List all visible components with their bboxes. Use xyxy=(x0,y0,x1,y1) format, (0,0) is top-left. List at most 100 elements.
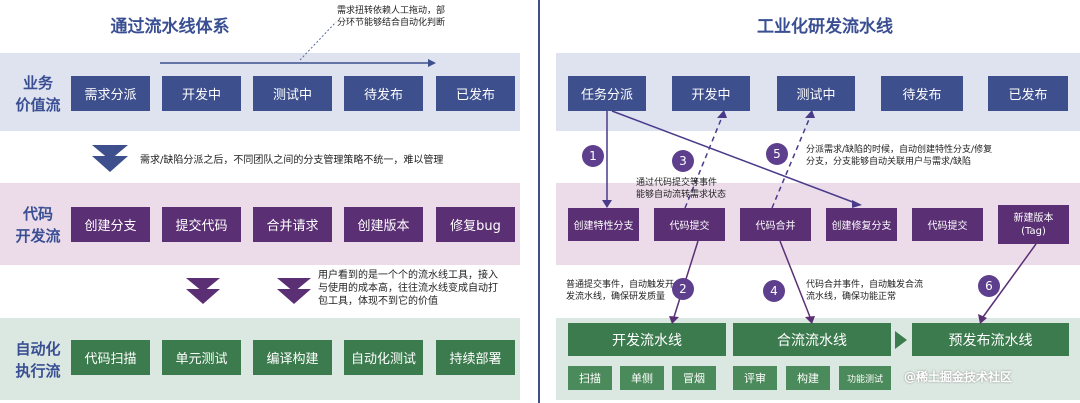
note-step-2-line1: 普通提交事件，自动触发开 xyxy=(566,280,675,290)
left-chevron-arrow-2 xyxy=(92,156,128,172)
left-business-box-1: 开发中 xyxy=(162,76,241,111)
step-circle-3: 3 xyxy=(672,150,694,172)
left-chevron-arrow-1 xyxy=(92,145,128,160)
left-business-box-3: 待发布 xyxy=(344,76,423,111)
note-step-4: 代码合并事件，自动触发合流 流水线，确保功能正常 xyxy=(806,279,923,303)
sub-box-build: 构建 xyxy=(786,366,830,390)
lane-label-code: 代码 开发流 xyxy=(8,203,68,247)
lane-label-business: 业务 价值流 xyxy=(8,72,68,116)
arrow-task-to-fix xyxy=(611,110,859,205)
right-code-box-1: 代码提交 xyxy=(654,208,725,241)
left-lower-note-line2: 与使用的成本高，往往流水线变成自动打 xyxy=(318,283,498,294)
right-code-box-2: 代码合并 xyxy=(740,208,811,241)
step-circle-5: 5 xyxy=(766,143,788,165)
right-business-box-3: 待发布 xyxy=(881,76,963,111)
step-circle-2: 2 xyxy=(672,278,694,300)
left-lower-note: 用户看到的是一个个的流水线工具，接入 与使用的成本高，往往流水线变成自动打 包工… xyxy=(318,269,498,308)
left-flow-arrowhead xyxy=(428,59,436,67)
right-title: 工业化研发流水线 xyxy=(757,17,893,37)
right-code-box-4: 代码提交 xyxy=(912,208,983,241)
sub-box-functional-test: 功能测试 xyxy=(839,366,891,390)
left-business-box-2: 测试中 xyxy=(253,76,332,111)
left-code-box-0: 创建分支 xyxy=(71,207,150,242)
step-circle-6: 6 xyxy=(978,275,1000,297)
arrow-commit-to-devpipe-head xyxy=(669,316,679,324)
note-step-5-line2: 分支，分支能够自动关联用户与需求/缺陷 xyxy=(806,157,972,167)
pipeline-chevron-arrow xyxy=(895,331,907,349)
left-lower-note-line1: 用户看到的是一个个的流水线工具，接入 xyxy=(318,270,498,281)
arrow-commit-to-dev xyxy=(684,116,723,209)
left-arrows-layer xyxy=(92,21,436,304)
right-code-band xyxy=(556,183,1080,265)
note-step-5: 分派需求/缺陷的时候，自动创建特性分支/修复 分支，分支能够自动关联用户与需求/… xyxy=(806,144,992,168)
left-chevron-arrow-3 xyxy=(186,278,220,292)
left-note-leader xyxy=(299,21,337,61)
right-code-box-0: 创建特性分支 xyxy=(568,208,639,241)
pipeline-dev: 开发流水线 xyxy=(568,323,726,356)
sub-box-smoke: 冒烟 xyxy=(672,366,716,390)
note-step-2-line2: 发流水线，确保研发质量 xyxy=(566,292,666,302)
panel-divider xyxy=(538,0,540,403)
right-business-box-4: 已发布 xyxy=(988,76,1068,111)
arrow-merge-to-mergepipe xyxy=(779,240,811,318)
left-auto-box-3: 自动化测试 xyxy=(344,340,423,375)
left-code-box-4: 修复bug xyxy=(436,207,515,242)
right-code-box-3: 创建修复分支 xyxy=(826,208,897,241)
left-chevron-arrow-4 xyxy=(186,289,220,304)
left-code-box-2: 合并请求 xyxy=(253,207,332,242)
lane-label-auto-line2: 执行流 xyxy=(15,362,61,380)
left-business-box-4: 已发布 xyxy=(436,76,515,111)
left-auto-box-0: 代码扫描 xyxy=(71,340,150,375)
arrow-task-to-feature-head xyxy=(602,200,612,208)
right-release-box-line1: 新建版本 xyxy=(1013,212,1054,224)
left-chevron-arrow-6 xyxy=(277,289,311,304)
left-mid-note: 需求/缺陷分派之后，不同团队之间的分支管理策略不统一，难以管理 xyxy=(140,155,444,166)
right-release-box: 新建版本 (Tag) xyxy=(998,205,1069,244)
left-top-note-line1: 需求扭转依赖人工拖动，部 xyxy=(337,6,446,16)
right-arrows-layer xyxy=(602,110,1037,349)
lane-label-auto-line1: 自动化 xyxy=(15,340,61,358)
right-release-box-line2: (Tag) xyxy=(1021,225,1046,237)
lane-label-code-line2: 开发流 xyxy=(15,227,61,245)
note-step-3: 通过代码提交等事件 能够自动流转需求状态 xyxy=(636,177,726,201)
note-step-3-line2: 能够自动流转需求状态 xyxy=(636,190,727,200)
left-auto-box-4: 持续部署 xyxy=(436,340,515,375)
left-top-note-line2: 分环节能够结合自动化判断 xyxy=(337,18,446,28)
left-code-box-3: 创建版本 xyxy=(344,207,423,242)
note-step-5-line1: 分派需求/缺陷的时候，自动创建特性分支/修复 xyxy=(806,145,993,155)
note-step-4-line1: 代码合并事件，自动触发合流 xyxy=(806,280,924,290)
pipeline-merge: 合流流水线 xyxy=(733,323,891,356)
lane-label-code-line1: 代码 xyxy=(22,205,53,223)
step-circle-4: 4 xyxy=(763,280,785,302)
note-step-3-line1: 通过代码提交等事件 xyxy=(636,178,718,188)
arrow-release-to-prepipe xyxy=(982,243,1037,318)
right-business-box-0: 任务分派 xyxy=(568,76,646,111)
watermark: @稀土掘金技术社区 xyxy=(904,370,1013,384)
left-chevron-arrow-5 xyxy=(277,278,311,292)
sub-box-review: 评审 xyxy=(733,366,777,390)
left-code-box-1: 提交代码 xyxy=(162,207,241,242)
arrow-merge-to-mergepipe-head xyxy=(805,316,815,324)
lane-label-auto: 自动化 执行流 xyxy=(4,338,72,382)
left-title: 通过流水线体系 xyxy=(110,17,230,37)
arrow-merge-to-test-head xyxy=(805,110,815,118)
arrow-merge-to-test xyxy=(771,116,811,209)
note-step-2: 普通提交事件，自动触发开 发流水线，确保研发质量 xyxy=(566,279,674,303)
note-step-4-line2: 流水线，确保功能正常 xyxy=(806,292,897,302)
left-auto-box-1: 单元测试 xyxy=(162,340,241,375)
step-circle-1: 1 xyxy=(582,145,604,167)
sub-box-scan: 扫描 xyxy=(568,366,612,390)
pipeline-prerelease: 预发布流水线 xyxy=(912,323,1069,356)
left-lower-note-line3: 包工具，体现不到它的价值 xyxy=(318,296,438,307)
right-business-box-1: 开发中 xyxy=(672,76,750,111)
sub-box-unit: 单侧 xyxy=(620,366,664,390)
right-business-box-2: 测试中 xyxy=(777,76,855,111)
lane-label-business-line2: 价值流 xyxy=(15,96,61,114)
arrow-task-to-fix-head xyxy=(852,200,862,208)
lane-label-business-line1: 业务 xyxy=(22,74,53,92)
left-top-note: 需求扭转依赖人工拖动，部 分环节能够结合自动化判断 xyxy=(337,5,445,29)
left-auto-box-2: 编译构建 xyxy=(253,340,332,375)
arrow-release-to-prepipe-head xyxy=(978,314,987,324)
arrow-commit-to-dev-head xyxy=(717,110,727,118)
left-business-box-0: 需求分派 xyxy=(71,76,150,111)
